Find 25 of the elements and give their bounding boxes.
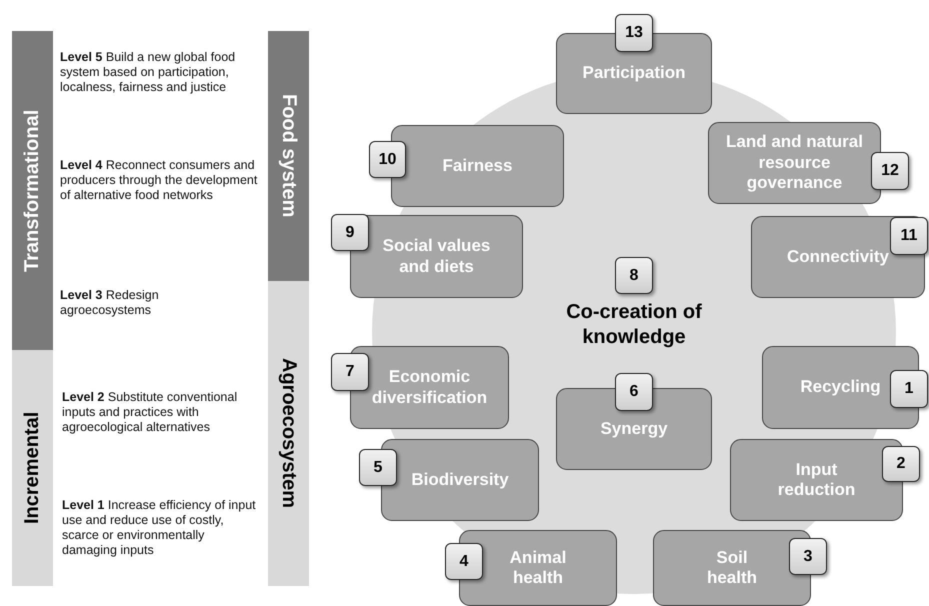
number-badge: 13 bbox=[615, 14, 653, 52]
number-badge: 8 bbox=[615, 257, 653, 294]
level-band: Transformational bbox=[12, 31, 53, 350]
scope-band: Food system bbox=[268, 31, 309, 281]
number-badge: 12 bbox=[871, 152, 909, 190]
number-badge: 7 bbox=[331, 353, 369, 391]
principle-box: Biodiversity bbox=[381, 439, 539, 521]
number-badge: 2 bbox=[882, 446, 920, 482]
number-badge: 1 bbox=[890, 370, 928, 408]
level-description: Level 3 Redesign agroecosystems bbox=[60, 288, 160, 318]
level-description: Level 1 Increase efficiency of input use and reduce use of costly, scarce or environmentally damaging inputs bbox=[62, 498, 257, 558]
level-description: Level 5 Build a new global food system based on participation, localness, fairness and justice bbox=[60, 50, 236, 95]
number-badge: 4 bbox=[445, 543, 483, 580]
level-description: Level 2 Substitute conventional inputs and practices with agroecological alternatives bbox=[62, 390, 238, 435]
level-description: Level 4 Reconnect consumers and producers through the development of alternative food networks bbox=[60, 158, 258, 203]
number-badge: 10 bbox=[369, 141, 406, 178]
number-badge: 5 bbox=[359, 449, 397, 486]
scope-band: Agroecosystem bbox=[268, 281, 309, 586]
center-label: Co-creation of knowledge bbox=[540, 300, 728, 350]
number-badge: 11 bbox=[890, 217, 928, 255]
number-badge: 9 bbox=[331, 214, 369, 251]
level-band: Incremental bbox=[12, 350, 53, 586]
principle-box: Land and natural resource governance bbox=[708, 122, 881, 204]
number-badge: 3 bbox=[789, 538, 827, 575]
number-badge: 6 bbox=[615, 373, 653, 411]
